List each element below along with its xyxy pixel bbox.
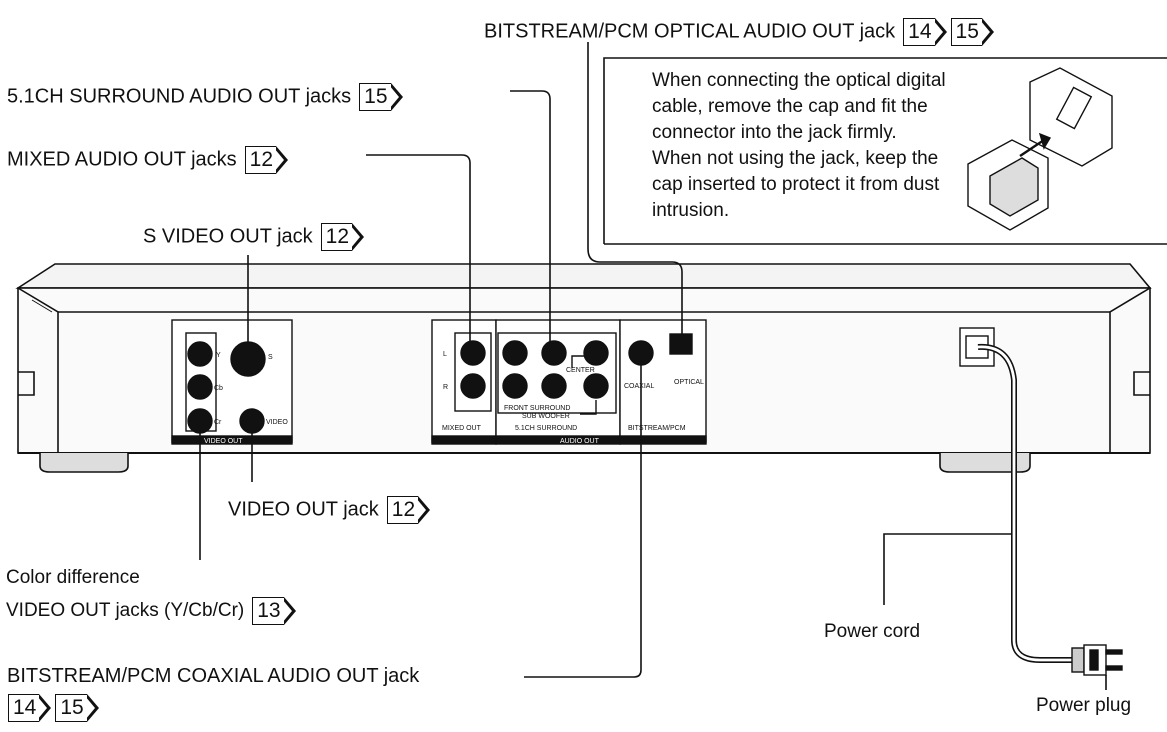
note-line: When connecting the optical digital [652, 70, 946, 91]
optical-note: When connecting the optical digital cabl… [652, 68, 946, 224]
jack-coaxial [628, 340, 654, 366]
note-line: intrusion. [652, 200, 730, 221]
panel-y: Y [216, 352, 221, 359]
ref-15: 15 [359, 83, 391, 111]
mixed-out-panel [431, 319, 497, 445]
jack-sur-5 [541, 373, 567, 399]
panel-audio-out: AUDIO OUT [560, 438, 600, 445]
jack-sur-6 [583, 373, 609, 399]
panel-s: S [268, 354, 273, 361]
jack-sur-4 [502, 373, 528, 399]
ref-arrow-icon [281, 597, 296, 625]
ref-12: 12 [320, 223, 353, 251]
jack-cr [187, 408, 213, 434]
ref-arrow-icon [350, 223, 365, 251]
panel-optical: OPTICAL [674, 379, 704, 386]
ref-arrow-icon [416, 496, 431, 524]
ref-15: 15 [55, 694, 87, 722]
jack-optical [669, 333, 693, 355]
panel-mixed-out: MIXED OUT [442, 425, 482, 432]
label-power-cord: Power cord [824, 621, 921, 642]
note-line: cap inserted to protect it from dust [652, 174, 940, 195]
jack-sur-2 [541, 340, 567, 366]
ref-arrow-icon [274, 146, 289, 174]
label-colordiff-1: Color difference [6, 567, 140, 588]
jack-y [187, 341, 213, 367]
optical-cap-illustration [967, 67, 1113, 231]
note-line: When not using the jack, keep the [652, 148, 939, 169]
ref-14: 14 [903, 18, 935, 46]
panel-cb: Cb [214, 385, 223, 392]
note-box [603, 57, 1167, 245]
bitstream-panel [619, 319, 707, 445]
surround-panel [495, 319, 621, 445]
ref-arrow-icon [37, 694, 52, 722]
label-power-plug: Power plug [1036, 695, 1132, 716]
label-coaxial: BITSTREAM/PCM COAXIAL AUDIO OUT jack [7, 665, 420, 687]
jack-sur-3 [583, 340, 609, 366]
jack-mixed-r [460, 373, 486, 399]
panel-video-out: VIDEO OUT [204, 438, 243, 445]
label-colordiff-2: VIDEO OUT jacks (Y/Cb/Cr)13 [6, 597, 300, 625]
jack-cb [187, 374, 213, 400]
jack-svideo [230, 341, 266, 377]
video-out-panel [171, 319, 293, 445]
label-coaxial-refs: 14 15 [0, 694, 103, 722]
ref-arrow-icon [979, 18, 994, 46]
ref-13: 13 [252, 597, 284, 625]
ref-arrow-icon [84, 694, 99, 722]
jack-sur-1 [502, 340, 528, 366]
panel-sub-woofer: SUB WOOFER [522, 413, 570, 420]
panel-cr: Cr [214, 419, 222, 426]
jack-video [239, 408, 265, 434]
panel-front-surround: FRONT SURROUND [504, 405, 570, 412]
panel-center: CENTER [566, 367, 595, 374]
panel-coaxial: COAXIAL [624, 383, 654, 390]
power-cord [977, 343, 1075, 663]
jack-mixed-l [460, 340, 486, 366]
leader-lines [199, 42, 1107, 690]
ref-14: 14 [8, 694, 40, 722]
ref-arrow-icon [932, 18, 947, 46]
ref-12: 12 [244, 146, 277, 174]
note-line: connector into the jack firmly. [652, 122, 897, 143]
panel-l: L [443, 351, 447, 358]
panel-video: VIDEO [266, 419, 288, 426]
panel-bitstream-pcm: BITSTREAM/PCM [628, 425, 686, 432]
ref-12: 12 [386, 496, 419, 524]
panel-surround-51: 5.1CH SURROUND [515, 425, 577, 432]
ref-arrow-icon [388, 83, 403, 111]
power-plug [1071, 644, 1123, 676]
note-line: cable, remove the cap and fit the [652, 96, 928, 117]
ref-15: 15 [950, 18, 982, 46]
panel-r: R [443, 384, 448, 391]
